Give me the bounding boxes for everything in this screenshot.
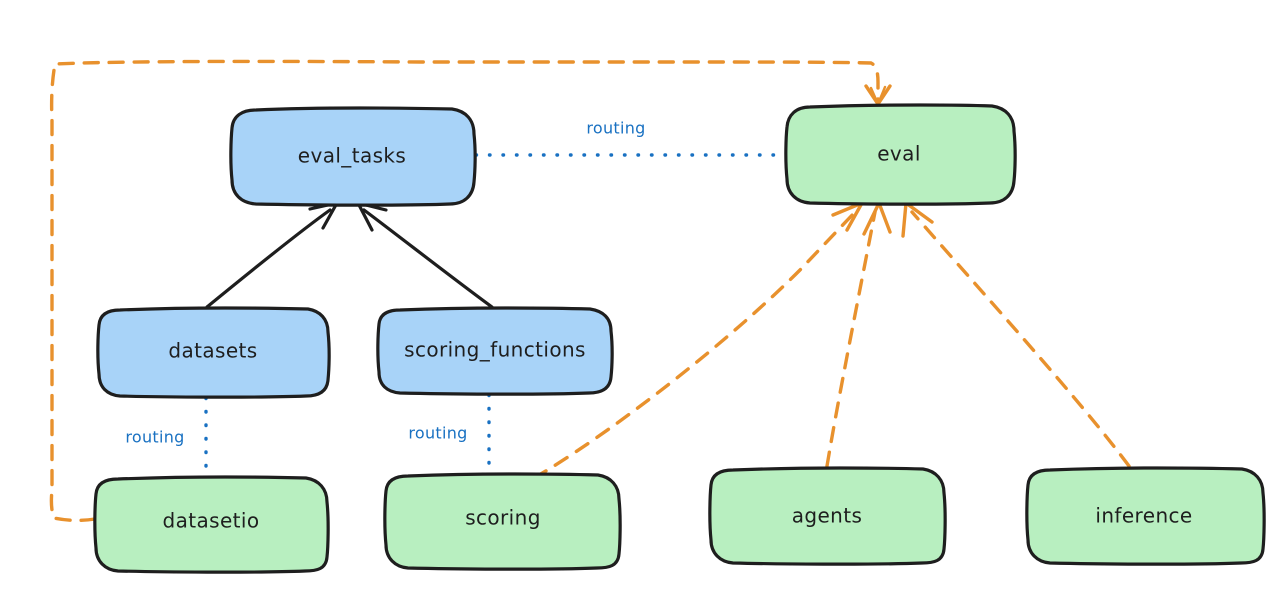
edge-agents-eval bbox=[825, 201, 892, 468]
node-scoring_functions[interactable]: scoring_functions bbox=[376, 306, 614, 396]
node-eval_tasks[interactable]: eval_tasks bbox=[229, 106, 477, 207]
node-eval[interactable]: eval bbox=[784, 103, 1017, 206]
edge-eval_tasks-eval: routing bbox=[474, 119, 786, 157]
node-shape-eval_tasks bbox=[229, 106, 477, 207]
node-label-agents: agents bbox=[792, 504, 863, 528]
edge-path-inference-eval bbox=[910, 210, 1131, 468]
edge-path-scoring-eval bbox=[532, 208, 859, 480]
edge-label-routing-eval_tasks: routing bbox=[586, 119, 645, 138]
edge-inference-eval bbox=[901, 201, 1131, 468]
node-label-eval: eval bbox=[877, 142, 921, 166]
node-label-eval_tasks: eval_tasks bbox=[298, 144, 406, 168]
node-label-scoring: scoring bbox=[465, 506, 541, 530]
edge-datasets-datasetio: routing bbox=[125, 396, 208, 477]
edge-path-agents-eval bbox=[825, 210, 877, 468]
arrowhead-scoring-eval bbox=[831, 201, 864, 232]
node-shape-eval bbox=[784, 103, 1017, 206]
node-label-datasetio: datasetio bbox=[162, 509, 259, 533]
edge-path-datasetio-eval bbox=[49, 59, 880, 523]
edge-path-scf-eval_tasks bbox=[362, 208, 494, 309]
edge-label-routing-datasets: routing bbox=[125, 428, 184, 447]
node-agents[interactable]: agents bbox=[708, 466, 947, 566]
node-datasetio[interactable]: datasetio bbox=[93, 475, 330, 574]
edge-label-routing-scoring-functions: routing bbox=[408, 424, 467, 443]
node-scoring[interactable]: scoring bbox=[383, 472, 622, 571]
edge-scf-eval_tasks bbox=[356, 201, 494, 309]
node-shape-scoring_functions bbox=[376, 306, 614, 396]
node-shape-agents bbox=[708, 466, 947, 566]
node-label-inference: inference bbox=[1095, 504, 1192, 528]
node-shape-datasetio bbox=[93, 475, 330, 574]
node-label-scoring_functions: scoring_functions bbox=[404, 338, 586, 362]
node-shape-scoring bbox=[383, 472, 622, 571]
edge-datasets-eval_tasks bbox=[205, 201, 339, 309]
node-inference[interactable]: inference bbox=[1025, 466, 1266, 566]
node-shape-datasets bbox=[96, 306, 331, 399]
edge-scf-scoring: routing bbox=[408, 393, 491, 474]
node-datasets[interactable]: datasets bbox=[96, 306, 331, 399]
node-shape-inference bbox=[1025, 466, 1266, 566]
node-label-datasets: datasets bbox=[168, 339, 257, 363]
edge-path-datasets-eval_tasks bbox=[205, 208, 332, 309]
arrowhead-agents-eval bbox=[862, 201, 892, 236]
